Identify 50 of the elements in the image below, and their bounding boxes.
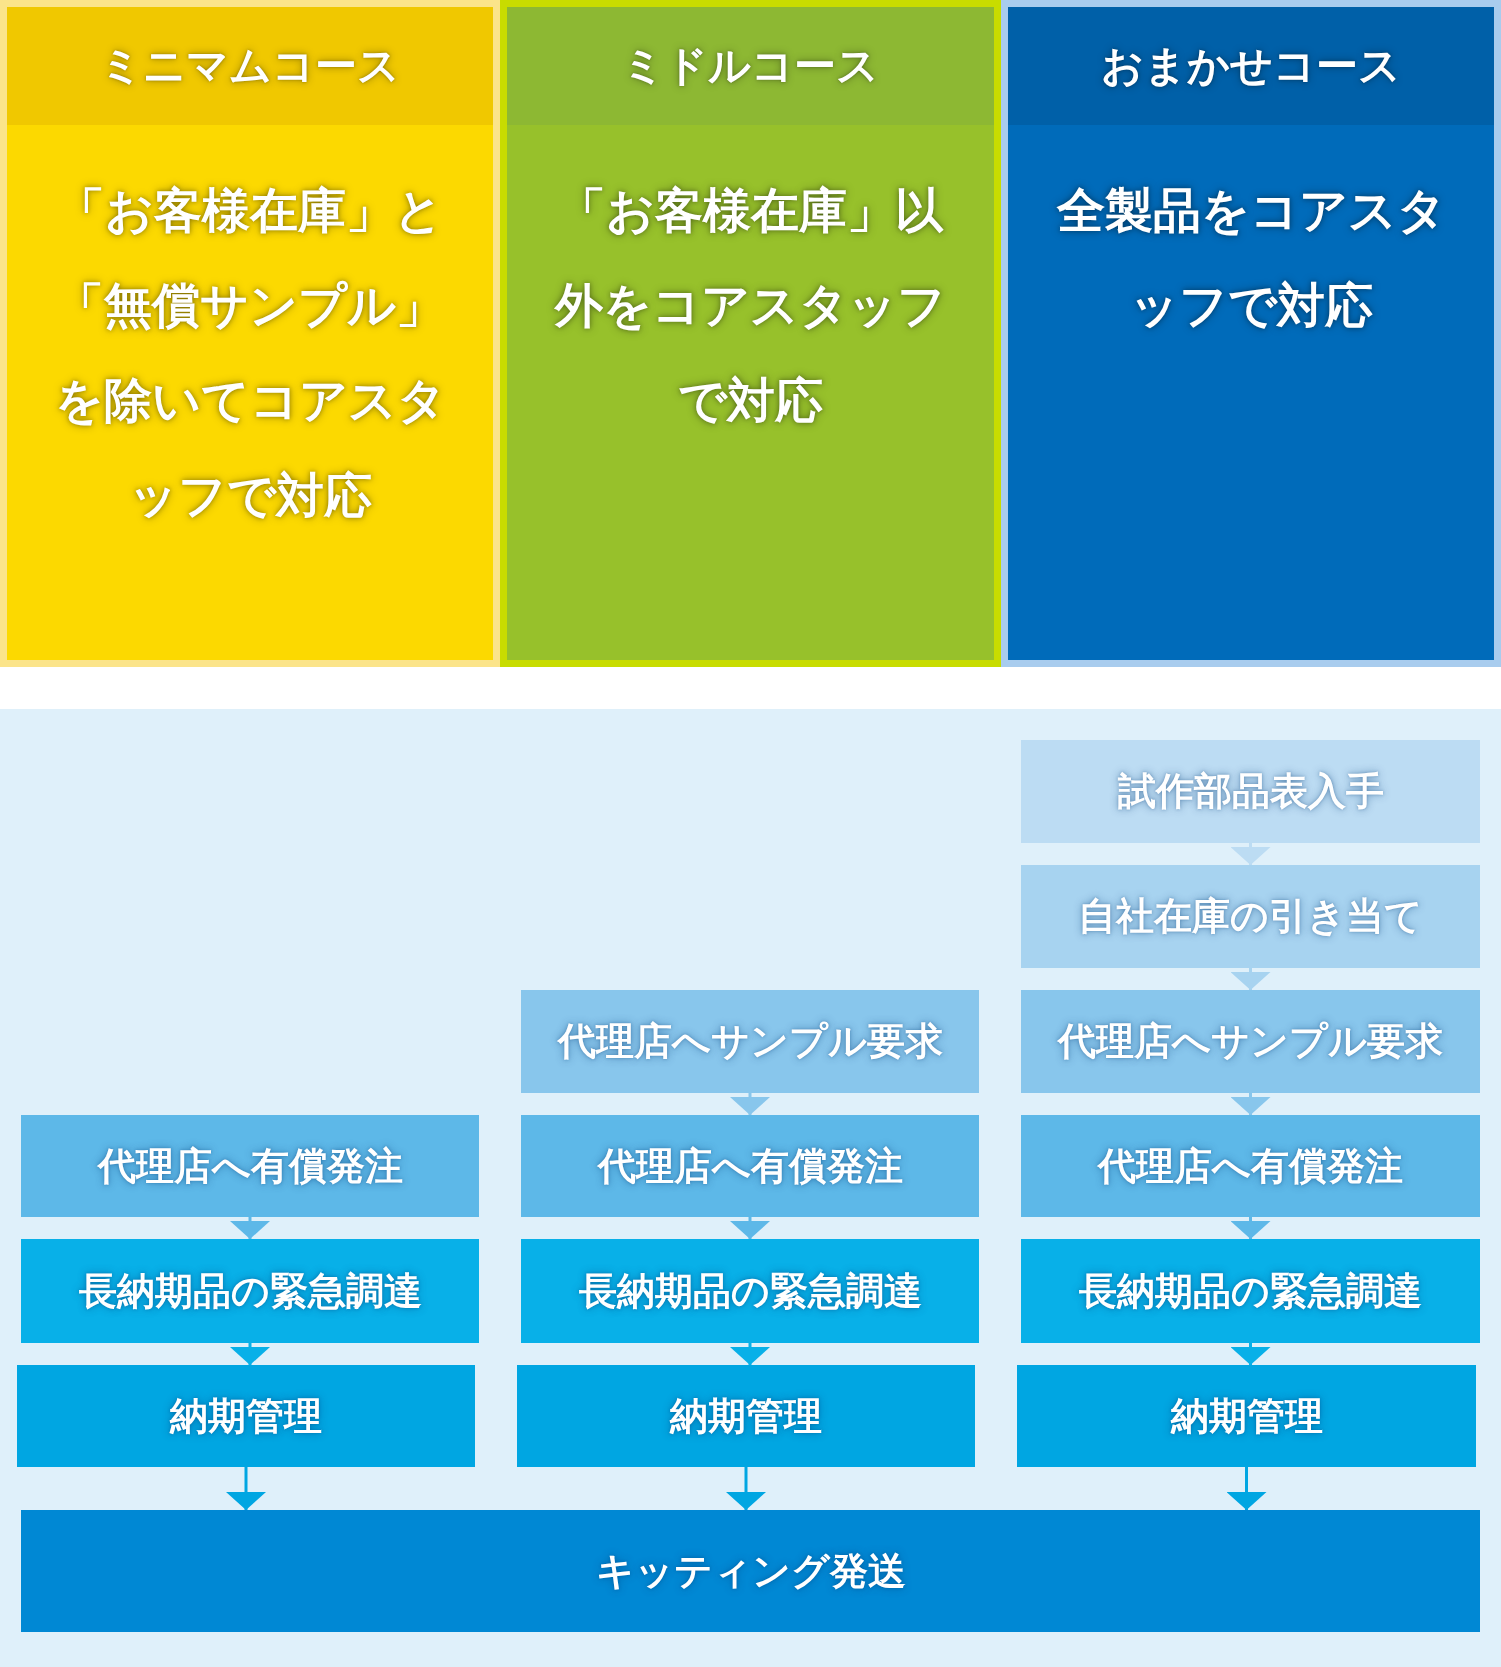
course-panel <box>1001 0 1501 667</box>
process-box <box>521 990 979 1093</box>
arrow <box>730 1343 770 1365</box>
step-label: 代理店へサンプル要求 <box>557 1018 943 1065</box>
arrow <box>1230 1343 1271 1365</box>
course-description: 全製品をコアスタッフで対応 <box>1055 181 1447 335</box>
process-box <box>1021 990 1480 1093</box>
step-label: 納期管理 <box>670 1392 822 1440</box>
step-label: 納期管理 <box>170 1392 322 1440</box>
process-box <box>21 1239 479 1343</box>
step-label: キッティング発送 <box>595 1547 906 1595</box>
process-box <box>521 1239 979 1343</box>
arrow <box>726 1467 766 1510</box>
process-box <box>1021 1239 1480 1343</box>
step-label: 試作部品表入手 <box>1117 768 1384 815</box>
course-title: ミドルコース <box>507 7 994 125</box>
arrow <box>1226 1467 1267 1510</box>
course-description: 「お客様在庫」と「無償サンプル」を除いてコアスタッフで対応 <box>53 181 447 525</box>
step-label: 代理店へ有償発注 <box>597 1142 903 1190</box>
process-box <box>17 1365 475 1467</box>
process-box <box>1021 865 1480 968</box>
arrow <box>1230 843 1271 865</box>
arrow <box>1230 1093 1271 1115</box>
process-box <box>517 1365 975 1467</box>
course-panel <box>0 0 500 667</box>
process-box <box>521 1115 979 1217</box>
process-box <box>1021 740 1480 843</box>
process-box <box>1017 1365 1476 1467</box>
arrow <box>730 1093 770 1115</box>
course-panel <box>500 0 1001 667</box>
process-box <box>21 1510 1480 1632</box>
step-label: 長納期品の緊急調達 <box>578 1267 922 1315</box>
step-label: 代理店へ有償発注 <box>97 1142 403 1190</box>
course-title: ミニマムコース <box>7 7 493 125</box>
process-box <box>1021 1115 1480 1217</box>
arrow <box>230 1343 270 1365</box>
step-label: 代理店へサンプル要求 <box>1058 1018 1443 1065</box>
process-box <box>21 1115 479 1217</box>
step-label: 長納期品の緊急調達 <box>78 1267 422 1315</box>
step-label: 代理店へ有償発注 <box>1098 1142 1403 1190</box>
step-label: 自社在庫の引き当て <box>1078 893 1423 940</box>
arrow <box>226 1467 266 1510</box>
step-label: 長納期品の緊急調達 <box>1079 1267 1422 1315</box>
arrow <box>1230 1217 1271 1239</box>
arrow <box>730 1217 770 1239</box>
course-title: おまかせコース <box>1008 7 1494 125</box>
step-label: 納期管理 <box>1170 1392 1323 1440</box>
arrow <box>1230 968 1271 990</box>
course-description: 「お客様在庫」以外をコアスタッフで対応 <box>553 181 947 430</box>
arrow <box>230 1217 270 1239</box>
